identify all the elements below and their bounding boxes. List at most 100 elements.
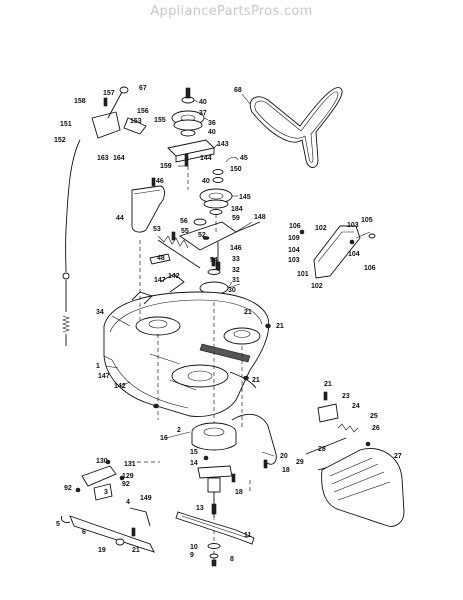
part-label: 68 bbox=[234, 87, 242, 94]
part-label: 48 bbox=[157, 255, 165, 262]
part-label: 18 bbox=[235, 489, 243, 496]
watermark-text: AppliancePartsPros.com bbox=[150, 4, 313, 19]
part-label: 37 bbox=[199, 110, 207, 117]
part-label: 33 bbox=[232, 256, 240, 263]
mower-blade-11 bbox=[175, 503, 255, 567]
part-label: 31 bbox=[232, 277, 240, 284]
part-label: 40 bbox=[199, 99, 207, 106]
part-label: 143 bbox=[217, 141, 229, 148]
part-label: 45 bbox=[240, 155, 248, 162]
part-label: 153 bbox=[130, 118, 142, 125]
spindle-assembly bbox=[191, 413, 277, 518]
part-label: 14 bbox=[190, 460, 198, 467]
part-label: 103 bbox=[288, 257, 300, 264]
part-label: 184 bbox=[231, 206, 243, 213]
part-label: 11 bbox=[244, 532, 252, 539]
part-label: 1 bbox=[96, 363, 100, 370]
part-label: 92 bbox=[64, 485, 72, 492]
part-label: 20 bbox=[280, 453, 288, 460]
part-label: 28 bbox=[318, 446, 326, 453]
part-label: 164 bbox=[113, 155, 125, 162]
part-label: 52 bbox=[198, 232, 206, 239]
part-label: 102 bbox=[315, 225, 327, 232]
part-label: 56 bbox=[180, 218, 188, 225]
part-label: 19 bbox=[98, 547, 106, 554]
part-label: 104 bbox=[348, 251, 360, 258]
part-label: 158 bbox=[74, 98, 86, 105]
spring-and-rod bbox=[149, 231, 201, 293]
part-label: 32 bbox=[232, 267, 240, 274]
lift-lever-and-cable bbox=[62, 86, 147, 346]
part-label: 149 bbox=[140, 495, 152, 502]
part-label: 59 bbox=[232, 215, 240, 222]
part-label: 106 bbox=[364, 265, 376, 272]
callout-leaders bbox=[105, 93, 275, 457]
part-label: 104 bbox=[288, 247, 300, 254]
assembly-guide-lines bbox=[130, 166, 251, 560]
part-label: 34 bbox=[96, 309, 104, 316]
part-label: 16 bbox=[160, 435, 168, 442]
part-label: 40 bbox=[208, 129, 216, 136]
part-label: 21 bbox=[324, 381, 332, 388]
part-label: 109 bbox=[288, 235, 300, 242]
part-label: 29 bbox=[296, 459, 304, 466]
part-label: 144 bbox=[200, 155, 212, 162]
belt-guard-44 bbox=[131, 177, 165, 233]
part-label: 27 bbox=[394, 453, 402, 460]
part-label: 5 bbox=[56, 521, 60, 528]
part-label: 102 bbox=[311, 283, 323, 290]
part-label: 40 bbox=[202, 178, 210, 185]
part-label: 92 bbox=[122, 481, 130, 488]
part-label: 3 bbox=[104, 489, 108, 496]
part-label: 103 bbox=[347, 222, 359, 229]
part-label: 2 bbox=[177, 427, 181, 434]
part-label: 105 bbox=[361, 217, 373, 224]
part-label: 6 bbox=[82, 529, 86, 536]
part-label: 67 bbox=[139, 85, 147, 92]
part-label: 130 bbox=[96, 458, 108, 465]
part-label: 152 bbox=[54, 137, 66, 144]
part-label: 157 bbox=[103, 90, 115, 97]
part-label: 10 bbox=[190, 544, 198, 551]
part-label: 101 bbox=[297, 271, 309, 278]
part-label: 53 bbox=[153, 226, 161, 233]
part-label: 36 bbox=[208, 120, 216, 127]
part-label: 156 bbox=[137, 108, 149, 115]
part-label: 147 bbox=[154, 277, 166, 284]
part-label: 24 bbox=[352, 403, 360, 410]
part-label: 18 bbox=[282, 467, 290, 474]
part-label: 21 bbox=[244, 309, 252, 316]
part-label: 8 bbox=[230, 556, 234, 563]
part-label: 106 bbox=[289, 223, 301, 230]
part-label: 131 bbox=[124, 461, 136, 468]
part-label: 163 bbox=[97, 155, 109, 162]
part-label: 142 bbox=[114, 383, 126, 390]
part-label: 44 bbox=[116, 215, 124, 222]
part-label: 4 bbox=[126, 499, 130, 506]
part-label: 25 bbox=[370, 413, 378, 420]
part-label: 30 bbox=[228, 287, 236, 294]
part-label: 21 bbox=[276, 323, 284, 330]
part-label: 21 bbox=[252, 377, 260, 384]
part-label: 55 bbox=[181, 228, 189, 235]
part-label: 146 bbox=[230, 245, 242, 252]
part-label: 151 bbox=[60, 121, 72, 128]
part-label: 142 bbox=[168, 273, 180, 280]
drive-belt-68 bbox=[249, 87, 343, 168]
part-label: 26 bbox=[372, 425, 380, 432]
part-label: 23 bbox=[342, 393, 350, 400]
part-label: 54 bbox=[210, 257, 218, 264]
part-label: 148 bbox=[254, 214, 266, 221]
part-label: 15 bbox=[190, 449, 198, 456]
part-label: 155 bbox=[154, 117, 166, 124]
part-label: 147 bbox=[98, 373, 110, 380]
part-label: 13 bbox=[196, 505, 204, 512]
part-label: 159 bbox=[160, 163, 172, 170]
part-label: 21 bbox=[132, 547, 140, 554]
front-link-assembly bbox=[61, 459, 155, 553]
part-label: 145 bbox=[239, 194, 251, 201]
part-label: 129 bbox=[122, 473, 134, 480]
part-label: 150 bbox=[230, 166, 242, 173]
part-number-labels: 68 40 37 36 40 143 144 159 45 150 40 145… bbox=[54, 85, 402, 563]
